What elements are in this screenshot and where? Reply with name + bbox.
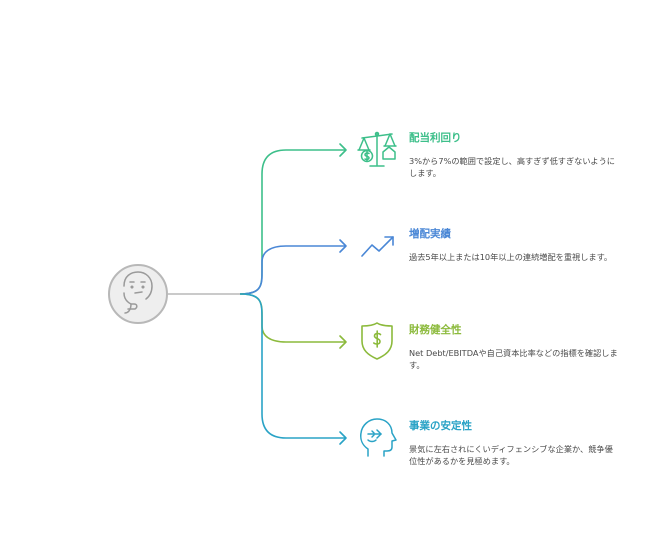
- trend-up-icon: [361, 236, 394, 257]
- item-dividend-yield: 配当利回り 3%から7%の範囲で設定し、高すぎず低すぎないようにします。: [409, 131, 619, 179]
- item-title: 事業の安定性: [409, 420, 472, 432]
- branch-connector-2: [239, 245, 346, 295]
- branch-connector-3: [239, 293, 346, 343]
- head-mind-icon: [360, 418, 397, 457]
- item-description: 景気に左右されにくいディフェンシブな企業か、競争優位性があるかを見極めます。: [409, 444, 613, 466]
- item-description: Net Debt/EBITDAや自己資本比率などの指標を確認します。: [409, 348, 618, 370]
- branch-arrow-1: [339, 143, 347, 157]
- item-business-stability: 事業の安定性 景気に左右されにくいディフェンシブな企業か、競争優位性があるかを見…: [409, 419, 619, 467]
- item-description: 過去5年以上または10年以上の連続増配を重視します。: [409, 252, 613, 262]
- item-title: 配当利回り: [409, 132, 462, 144]
- branch-connector-4: [239, 293, 346, 439]
- item-title: 増配実績: [409, 228, 451, 240]
- item-dividend-growth: 増配実績 過去5年以上または10年以上の連続増配を重視します。: [409, 227, 619, 263]
- shield-dollar-icon: [361, 322, 393, 360]
- hub-node: [108, 264, 168, 324]
- balance-scale-icon: [357, 131, 397, 167]
- item-financial-health: 財務健全性 Net Debt/EBITDAや自己資本比率などの指標を確認します。: [409, 323, 619, 371]
- branch-arrow-3: [339, 335, 347, 349]
- branch-arrow-4: [339, 431, 347, 445]
- branch-arrow-2: [339, 239, 347, 253]
- thinking-face-icon: [123, 271, 153, 314]
- item-description: 3%から7%の範囲で設定し、高すぎず低すぎないようにします。: [409, 156, 615, 178]
- branch-connector-1: [239, 149, 346, 295]
- item-title: 財務健全性: [409, 324, 462, 336]
